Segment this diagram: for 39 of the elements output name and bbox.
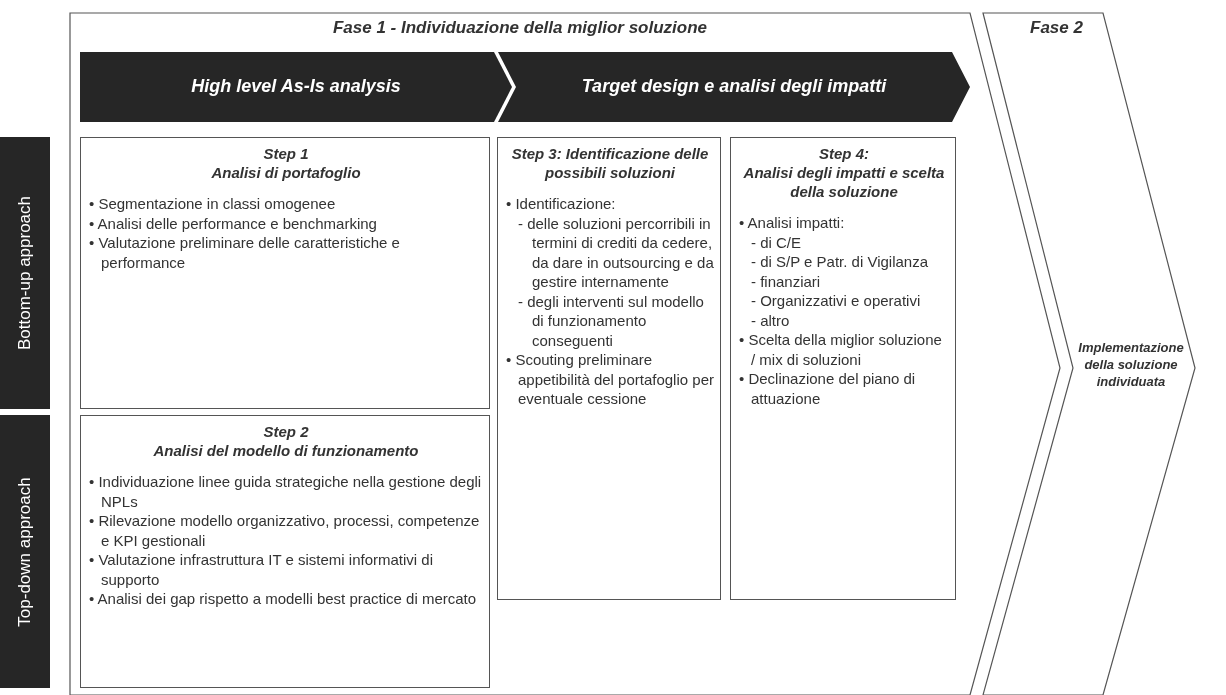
bullet-item: - degli interventi sul modello di funzionamento conseguenti <box>517 291 705 350</box>
approach-bar <box>0 137 50 409</box>
phase-description: Implementazione della soluzione individuata <box>1077 339 1185 390</box>
bullet-item: • Identificazione: <box>506 194 617 214</box>
bullet-item: • Rilevazione modello organizzativo, processi, competenze e KPI gestionali <box>89 511 481 550</box>
approach-bar <box>0 415 50 688</box>
bullet-item: - altro <box>750 310 791 330</box>
bullet-item: • Individuazione linee guida strategiche nella gestione degli NPLs <box>89 472 483 511</box>
step-title: Analisi del modello di funzionamento <box>152 441 420 460</box>
bullet-item: - di S/P e Patr. di Vigilanza <box>750 252 930 272</box>
step-card <box>497 137 721 600</box>
step-title: Analisi degli impatti e scelta della soluzione <box>742 163 946 201</box>
step-title: Step 2 <box>262 422 310 441</box>
bullet-item: - finanziari <box>750 271 822 291</box>
phase-title: Fase 2 <box>1030 18 1083 38</box>
step-title: Analisi di portafoglio <box>210 163 362 182</box>
step-title: Step 1 <box>262 144 310 163</box>
step-card <box>730 137 956 600</box>
bullet-item: - di C/E <box>750 232 802 252</box>
step-card <box>80 137 490 409</box>
approach-label: Top-down approach <box>15 476 35 627</box>
step-card <box>80 415 490 688</box>
step-title: Step 3: Identificazione delle possibili soluzioni <box>510 144 710 182</box>
bullet-item: • Valutazione infrastruttura IT e sistemi informativi di supporto <box>89 550 434 589</box>
phase-title: Fase 1 - Individuazione della miglior soluzione <box>331 18 709 38</box>
bullet-item: • Segmentazione in classi omogenee <box>89 194 337 214</box>
approach-label: Bottom-up approach <box>15 196 35 350</box>
bullet-item: • Analisi impatti: <box>739 213 846 233</box>
bullet-item: - Organizzativi e operativi <box>750 291 922 311</box>
bullet-item: • Scouting preliminare appetibilità del portafoglio per eventuale cessione <box>506 350 714 409</box>
stage-title: Target design e analisi degli impatti <box>580 76 888 97</box>
bullet-item: • Scelta della miglior soluzione / mix di soluzioni <box>739 330 943 369</box>
bullet-item: • Analisi delle performance e benchmarking <box>89 213 378 233</box>
bullet-item: - delle soluzioni percorribili in termini di crediti da cedere, da dare in outsourcing e da gestire internamente <box>517 213 714 292</box>
stage-title: High level As-Is analysis <box>190 76 402 97</box>
bullet-item: • Valutazione preliminare delle caratteristiche e performance <box>89 233 401 272</box>
bullet-item: • Analisi dei gap rispetto a modelli best practice di mercato <box>89 589 478 609</box>
step-title: Step 4: <box>818 144 870 163</box>
bullet-item: • Declinazione del piano di attuazione <box>739 369 917 408</box>
